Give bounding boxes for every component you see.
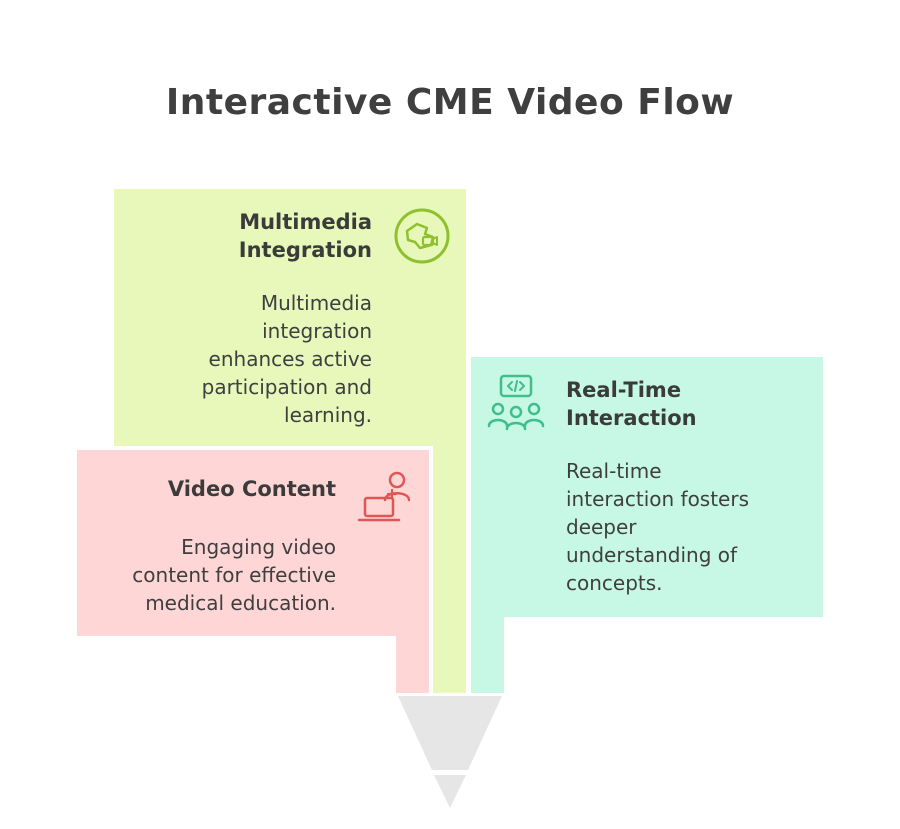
realtime-description-line: understanding of <box>566 543 738 567</box>
video-heading: Video Content <box>100 475 336 503</box>
realtime-description: Real-time interaction fosters deeper und… <box>566 457 816 597</box>
diagram-title: Interactive CME Video Flow <box>165 82 735 123</box>
multimedia-panel <box>114 189 466 693</box>
funnel-top <box>398 696 502 770</box>
realtime-panel <box>471 357 823 693</box>
multimedia-heading-line: Integration <box>238 238 372 262</box>
multimedia-description-line: integration <box>262 319 372 343</box>
video-description-line: Engaging video <box>181 535 336 559</box>
video-description: Engaging video content for effective med… <box>90 533 336 617</box>
multimedia-description-line: learning. <box>284 403 372 427</box>
video-description-line: content for effective <box>132 563 336 587</box>
funnel-tip <box>434 775 466 808</box>
video-heading-line: Video Content <box>167 477 336 501</box>
multimedia-description-line: Multimedia <box>260 291 372 315</box>
realtime-description-line: Real-time <box>566 459 662 483</box>
realtime-heading-line: Real-Time <box>566 378 682 402</box>
realtime-description-line: interaction fosters <box>566 487 750 511</box>
realtime-description-line: concepts. <box>566 571 663 595</box>
multimedia-description-line: participation and <box>201 375 372 399</box>
realtime-heading-line: Interaction <box>566 406 697 430</box>
multimedia-heading-line: Multimedia <box>239 210 372 234</box>
video-panel <box>77 450 429 693</box>
multimedia-icon <box>394 208 450 264</box>
video-description-line: medical education. <box>145 591 336 615</box>
realtime-description-line: deeper <box>566 515 637 539</box>
realtime-heading: Real-Time Interaction <box>566 376 806 432</box>
laptop-user-icon <box>357 471 411 522</box>
multimedia-description-line: enhances active <box>208 347 372 371</box>
people-code-icon <box>487 374 545 431</box>
multimedia-heading: Multimedia Integration <box>180 208 372 264</box>
multimedia-description: Multimedia integration enhances active p… <box>132 289 372 429</box>
